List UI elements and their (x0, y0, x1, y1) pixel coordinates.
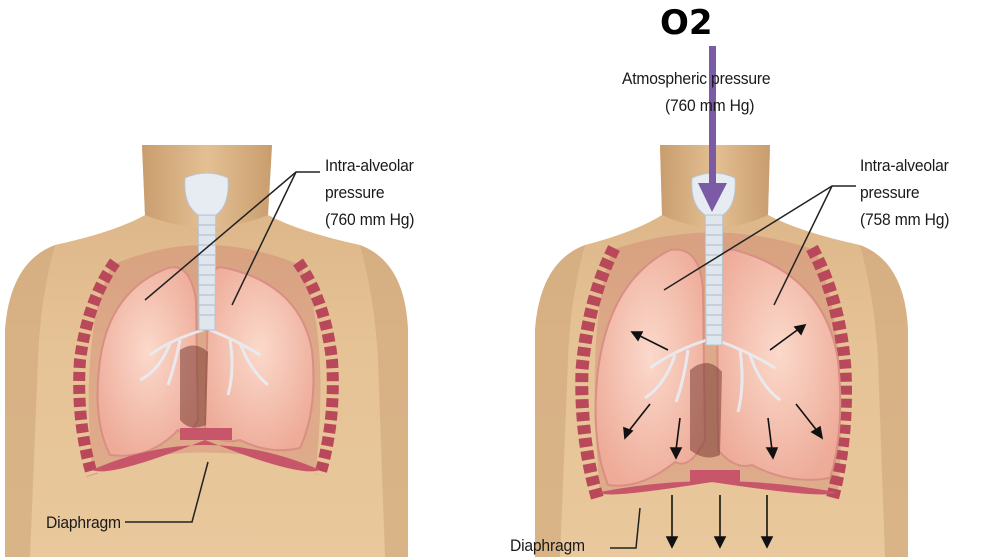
atmospheric-pressure-label: Atmospheric pressure (622, 68, 770, 89)
right-intra-alveolar-line-3: (758 mm Hg) (860, 209, 949, 230)
right-diaphragm-label: Diaphragm (510, 535, 585, 556)
left-torso (5, 145, 408, 557)
right-torso (535, 145, 908, 557)
o2-label: O2 (660, 2, 713, 44)
right-intra-alveolar-line-2: pressure (860, 182, 919, 203)
atmospheric-pressure-value: (760 mm Hg) (665, 95, 754, 116)
left-intra-alveolar-line-3: (760 mm Hg) (325, 209, 414, 230)
left-diaphragm-label: Diaphragm (46, 512, 121, 533)
right-intra-alveolar-line-1: Intra-alveolar (860, 155, 949, 176)
left-intra-alveolar-line-2: pressure (325, 182, 384, 203)
left-intra-alveolar-line-1: Intra-alveolar (325, 155, 414, 176)
